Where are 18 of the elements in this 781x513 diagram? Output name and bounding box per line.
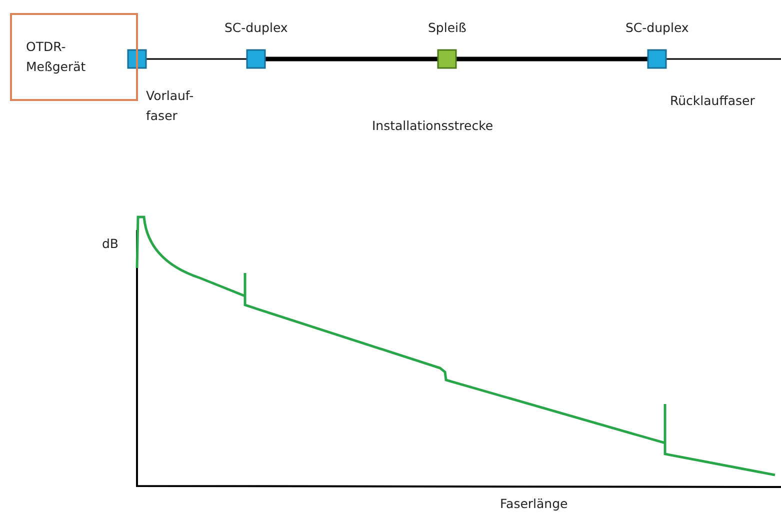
fiber-line xyxy=(456,56,648,62)
axis-label: Faserlänge xyxy=(500,496,568,511)
splice-marker xyxy=(437,49,457,69)
fiber-line xyxy=(146,58,247,60)
connector-marker xyxy=(246,49,266,69)
section-label: Vorlauf- faser xyxy=(146,87,195,125)
device-label: OTDR-Meßgerät xyxy=(26,38,87,76)
connector-label: SC-duplex xyxy=(626,20,689,35)
section-label: Rücklauffaser xyxy=(670,93,755,108)
connector-marker xyxy=(647,49,667,69)
section-label: Installationsstrecke xyxy=(372,118,494,133)
device-box xyxy=(10,13,138,101)
fiber-line xyxy=(265,56,438,62)
splice-label: Spleiß xyxy=(428,20,466,35)
connector-label: SC-duplex xyxy=(224,20,288,35)
fiber-line xyxy=(666,58,781,60)
connector-marker xyxy=(127,49,147,69)
axis-label: dB xyxy=(102,236,119,251)
